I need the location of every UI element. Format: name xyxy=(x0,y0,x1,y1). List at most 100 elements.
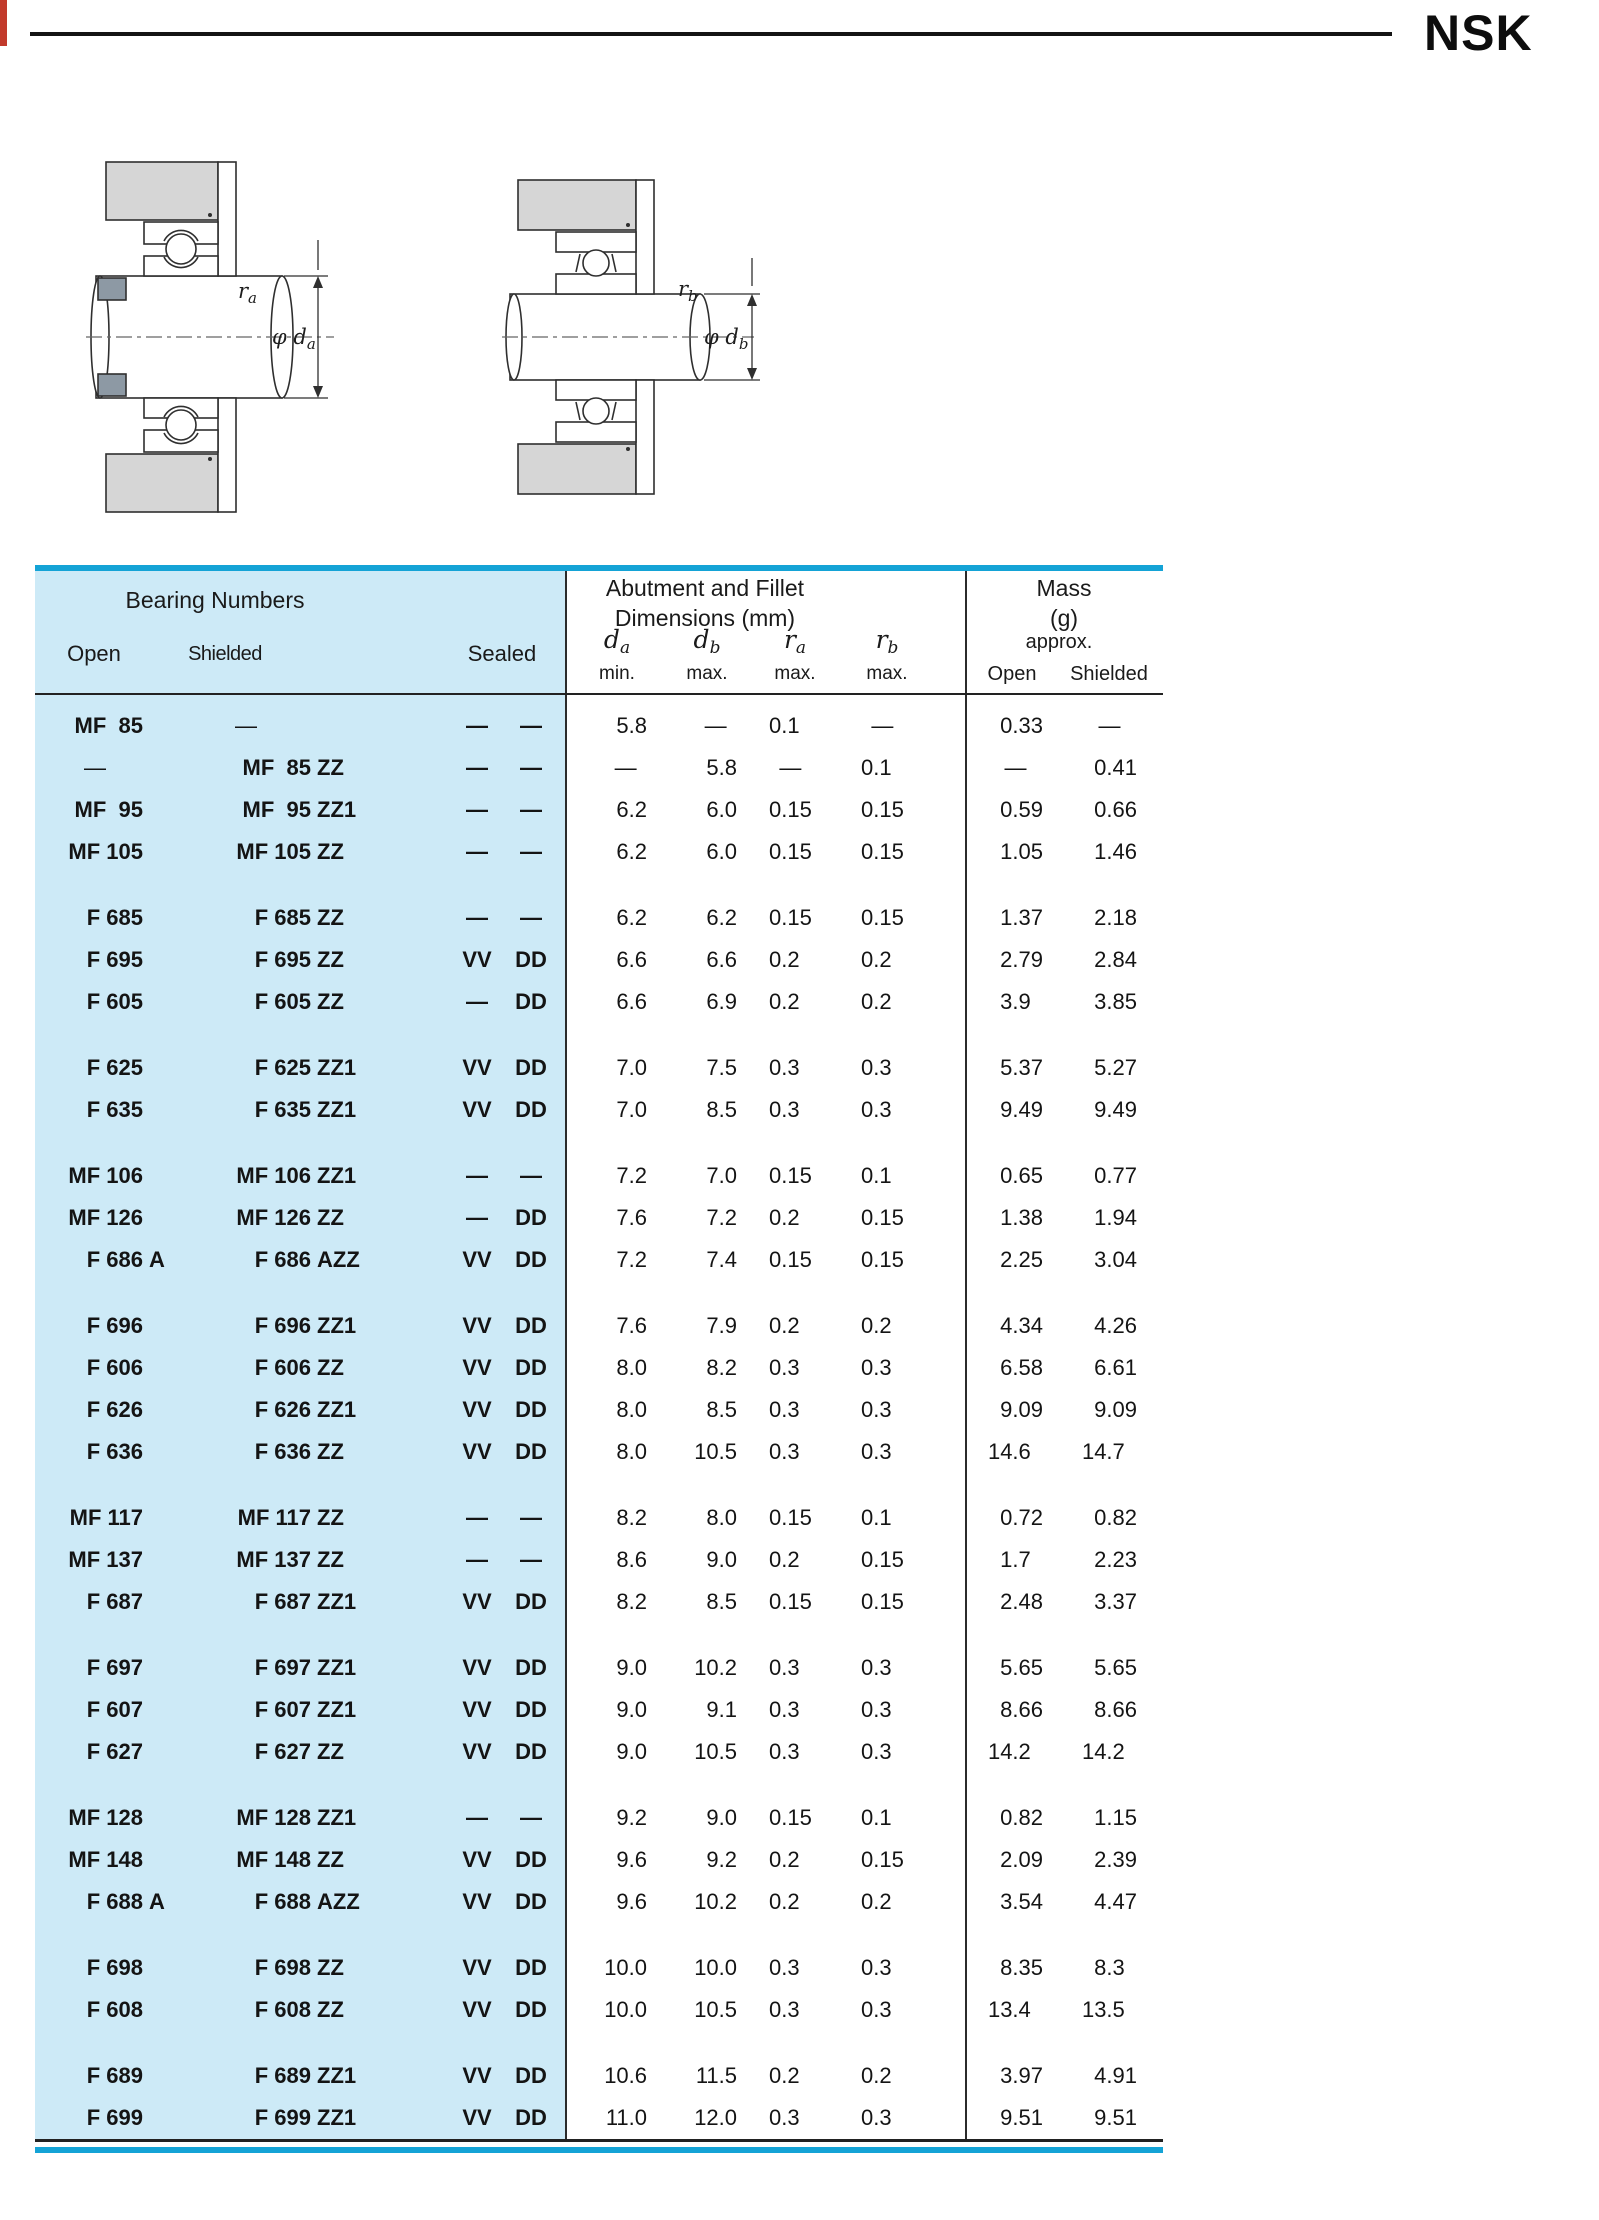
fillet-rb-max-num: 0.2 xyxy=(861,1889,892,1914)
sealed-vv-value: — xyxy=(466,905,488,930)
sealed-vv: VV xyxy=(453,1689,501,1731)
abutment-da-min-num: 9.6 xyxy=(616,1847,648,1872)
mass-open-value: — xyxy=(987,747,1043,789)
abutment-da-min-num: 9.0 xyxy=(616,1739,648,1764)
col-header-open: Open xyxy=(67,641,121,666)
mass-shielded-value-num: 3.37 xyxy=(1094,1589,1138,1614)
shielded-designation-suffix: ZZ xyxy=(317,1439,344,1464)
shielded-designation-base: F 626 xyxy=(254,1397,311,1422)
fillet-rb-max: 0.15 xyxy=(861,1197,917,1239)
sealed-dd: — xyxy=(507,831,555,873)
shielded-designation-suffix: ZZ xyxy=(317,839,344,864)
sealed-dd: DD xyxy=(507,1881,555,1923)
open-designation-base: F 688 xyxy=(86,1889,143,1914)
open-designation-base: MF 105 xyxy=(68,839,143,864)
mass-open-value-num: 6.58 xyxy=(1000,1355,1044,1380)
shaft-diameter-label-a: φ da xyxy=(272,325,316,353)
col-header-shielded: Shielded xyxy=(188,643,262,665)
fillet-ra-max-num: 0.3 xyxy=(769,1097,800,1122)
sealed-dd-value: DD xyxy=(515,1439,547,1464)
header-mass-unit: (g) xyxy=(1049,605,1079,631)
sealed-dd-value: DD xyxy=(515,1055,547,1080)
abutment-da-min-num: 8.2 xyxy=(616,1589,648,1614)
mass-open-value: 6.58 xyxy=(987,1347,1043,1389)
sealed-vv-value: VV xyxy=(462,947,492,972)
fillet-ra-max-num: 0.15 xyxy=(769,797,812,822)
fillet-ra-max: 0.3 xyxy=(769,1089,825,1131)
mass-open-value: 3.54 xyxy=(987,1881,1043,1923)
fillet-rb-max: 0.15 xyxy=(861,897,917,939)
mass-shielded-value: 0.66 xyxy=(1081,789,1137,831)
mass-shielded-value-num: 2.23 xyxy=(1094,1547,1138,1572)
fillet-rb-max: 0.2 xyxy=(861,981,917,1023)
abutment-db-max-num: 7.5 xyxy=(706,1055,738,1080)
shielded-designation-base: F 685 xyxy=(254,905,311,930)
abutment-da-min: 9.6 xyxy=(591,1839,647,1881)
shielded-designation-suffix: ZZ xyxy=(317,1205,344,1230)
mass-open-value: 5.65 xyxy=(987,1647,1043,1689)
sealed-dd: DD xyxy=(507,2055,555,2097)
shield xyxy=(575,253,581,273)
sealed-dd: — xyxy=(507,1539,555,1581)
sealed-dd: DD xyxy=(507,1581,555,1623)
sealed-dd-value: DD xyxy=(515,2105,547,2130)
abutment-da-min: 7.0 xyxy=(591,1089,647,1131)
col-header-mass-shielded: Shielded xyxy=(1070,663,1148,685)
mass-open-value-num: 9.09 xyxy=(1000,1397,1044,1422)
mass-open-value-num: 3.9 xyxy=(1000,989,1031,1014)
abutment-da-min: 7.6 xyxy=(591,1197,647,1239)
shielded-designation-suffix: ZZ xyxy=(317,1355,344,1380)
sealed-vv: VV xyxy=(453,2097,501,2139)
abutment-da-min: 7.2 xyxy=(591,1239,647,1281)
abutment-db-max-num: 11.5 xyxy=(695,2063,738,2088)
fillet-rb-max: — xyxy=(861,705,917,747)
fillet-rb-max-num: 0.1 xyxy=(861,755,892,780)
fillet-ra-max-num: 0.2 xyxy=(769,1847,800,1872)
abutment-da-min-num: 6.6 xyxy=(616,947,648,972)
fillet-rb-max-num: 0.15 xyxy=(861,839,904,864)
sealed-vv-value: — xyxy=(466,797,488,822)
shielded-designation-base: F 697 xyxy=(254,1655,311,1680)
fillet-ra-max-num: 0.15 xyxy=(769,1505,812,1530)
mass-shielded-value: 1.15 xyxy=(1081,1797,1137,1839)
sealed-vv-value: — xyxy=(466,989,488,1014)
fillet-rb-max: 0.1 xyxy=(861,1797,917,1839)
mass-open-value: 9.09 xyxy=(987,1389,1043,1431)
mass-open-value: 2.25 xyxy=(987,1239,1043,1281)
fillet-ra-max-num: 0.2 xyxy=(769,1547,800,1572)
shielded-designation-suffix: ZZ1 xyxy=(317,1163,357,1188)
mass-open-value: 3.97 xyxy=(987,2055,1043,2097)
sealed-vv-value: — xyxy=(466,1805,488,1830)
fillet-ra-max-num: 0.3 xyxy=(769,1655,800,1680)
mass-open-value-num: 3.54 xyxy=(1000,1889,1044,1914)
sealed-dd: DD xyxy=(507,939,555,981)
fillet-rb-max: 0.3 xyxy=(861,1089,917,1131)
fillet-rb-max: 0.2 xyxy=(861,1305,917,1347)
sealed-dd-value: — xyxy=(520,713,542,738)
mass-shielded-value-num: 1.15 xyxy=(1094,1805,1138,1830)
shielded-designation-base: MF 106 xyxy=(236,1163,311,1188)
open-designation: F 605 xyxy=(47,981,175,1023)
sealed-vv-value: — xyxy=(466,713,488,738)
abutment-da-min-num: 9.2 xyxy=(616,1805,648,1830)
mass-open-value-num: 0.82 xyxy=(1000,1805,1044,1830)
mass-open-value: 9.49 xyxy=(987,1089,1043,1131)
mass-open-value: 2.09 xyxy=(987,1839,1043,1881)
sealed-vv-value: — xyxy=(466,1547,488,1572)
header-abutment-line2: Dimensions (mm) xyxy=(614,605,796,631)
fillet-rb-max: 0.3 xyxy=(861,1731,917,1773)
mass-open-value-num: 2.79 xyxy=(1000,947,1044,972)
mass-shielded-value-num: 3.04 xyxy=(1094,1247,1138,1272)
mass-shielded-value: 2.23 xyxy=(1081,1539,1137,1581)
abutment-da-min-num: 6.6 xyxy=(616,989,648,1014)
mass-open-value: 9.51 xyxy=(987,2097,1043,2139)
fillet-rb-max: 0.3 xyxy=(861,1989,917,2031)
mass-shielded-value-num: 8.66 xyxy=(1094,1697,1138,1722)
abutment-da-min-num: 7.6 xyxy=(616,1205,648,1230)
abutment-da-min-num: 7.2 xyxy=(616,1163,648,1188)
fillet-rb-max-num: 0.3 xyxy=(861,2105,892,2130)
